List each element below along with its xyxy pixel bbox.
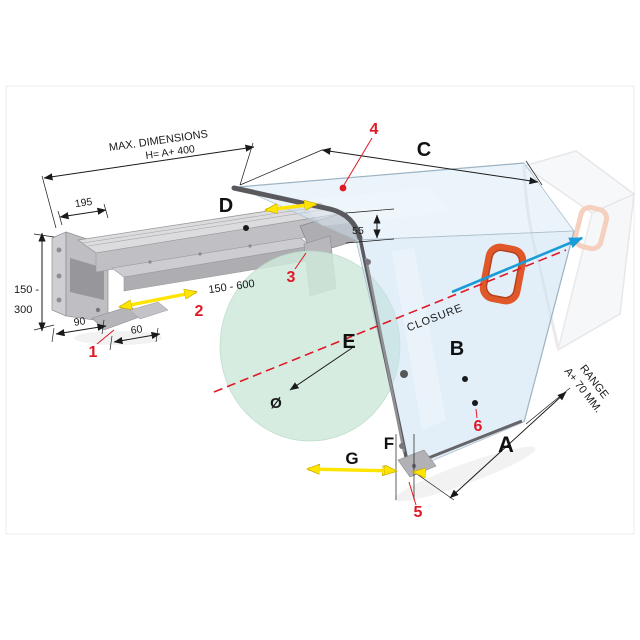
hinge-rod <box>364 257 406 453</box>
diameter-symbol: Ø <box>270 395 282 412</box>
letter-F: F <box>384 434 394 453</box>
numbered-callouts: 1 2 3 4 5 6 <box>89 121 483 521</box>
adjustment-arrows-yellow <box>120 204 427 473</box>
extension-line <box>525 387 571 425</box>
callout-3-leader <box>294 252 307 270</box>
callout-3: 3 <box>287 269 296 286</box>
opening-direction-arrow <box>451 236 584 294</box>
diameter-arrow <box>289 347 353 391</box>
letter-D-dot <box>243 225 249 231</box>
glass-reflection-top <box>300 188 452 226</box>
closure-axis-line <box>213 249 567 393</box>
bracket-bolt <box>95 307 101 313</box>
tick <box>109 335 113 351</box>
range-text: RANGE A+ 70 MM. <box>562 363 611 416</box>
callout-5: 5 <box>414 504 423 521</box>
handle-shading <box>485 249 521 299</box>
ghost-guard-open-position <box>522 150 636 352</box>
glass-reflection-front <box>392 248 446 430</box>
extension-150-600-arrow <box>120 292 196 307</box>
callout-5-leader <box>408 481 417 506</box>
beam-screw <box>248 244 252 248</box>
extension-line <box>239 149 323 186</box>
tick <box>51 327 55 343</box>
hinge-bolt-bottom <box>399 443 405 449</box>
dim-55-label: 55 <box>352 225 364 237</box>
letter-G: G <box>345 449 358 468</box>
beam-screw <box>148 260 152 264</box>
flange-bolt <box>56 273 62 279</box>
letter-A: A <box>498 432 514 457</box>
letter-C: C <box>417 139 431 161</box>
dimension-max-height <box>43 144 255 181</box>
beam-rail-line <box>87 208 329 247</box>
dimension-G-arrow <box>308 469 394 471</box>
extension-line <box>239 142 254 186</box>
guard-right-edge <box>523 230 575 423</box>
beam-screw <box>198 252 202 256</box>
bracket-shadow <box>74 331 162 345</box>
callout-4-dot <box>339 184 347 192</box>
beam-slide-arrow <box>266 204 316 210</box>
guard-foot <box>397 449 437 478</box>
flange-bolt <box>56 297 62 303</box>
tick <box>345 238 395 244</box>
tick <box>33 324 55 331</box>
support-beam-assembly <box>51 202 359 331</box>
callout-1: 1 <box>89 344 98 361</box>
ghost-handle-loop <box>572 204 610 252</box>
dimensions-black: MAX. DIMENSIONS H= A+ 400 195 55 150 - 3… <box>14 128 611 501</box>
tick <box>57 210 63 226</box>
letter-D: D <box>219 195 233 217</box>
dim-195-label: 195 <box>74 196 93 210</box>
dimension-C <box>321 147 539 185</box>
callout-1-leader <box>96 329 115 345</box>
dimension-A-range <box>449 391 567 499</box>
dim-150-300-label-2: 300 <box>14 304 32 316</box>
dimension-195 <box>59 207 107 220</box>
tick <box>345 208 395 214</box>
bracket-channel <box>70 258 104 300</box>
ghost-handle <box>572 204 610 252</box>
callout-6: 6 <box>474 418 483 435</box>
ghost-guard-fold-line <box>557 212 593 351</box>
callout-2: 2 <box>195 303 204 320</box>
dim-60-label: 60 <box>130 323 143 337</box>
guard-frame-top-edge <box>231 185 363 241</box>
callout-6-leader <box>475 408 478 419</box>
flange-bolt <box>56 247 62 253</box>
letter-B: B <box>450 338 464 360</box>
render-area-border <box>5 85 635 535</box>
dimension-90 <box>55 323 107 337</box>
dim-150-300-label-1: 150 - <box>14 284 39 296</box>
letter-B-dot <box>462 376 468 382</box>
callout-6-dot <box>472 400 478 406</box>
handle-loop <box>479 243 527 305</box>
reference-letters: A B C D E F G <box>219 139 514 468</box>
dimension-F-arrow-left <box>383 470 396 471</box>
dim-90-label: 90 <box>73 315 86 329</box>
letter-E: E <box>342 331 355 353</box>
tick <box>33 233 55 238</box>
hinge-bolt-top <box>365 259 371 265</box>
ghost-guard-front-panel <box>556 192 635 352</box>
callout-4-leader <box>343 137 373 186</box>
dimension-F-arrow-right <box>414 472 427 473</box>
extension-line <box>41 175 57 229</box>
callout-4: 4 <box>370 121 379 138</box>
tick <box>103 203 109 219</box>
guard-handle <box>479 243 527 305</box>
hinge-knob <box>400 370 408 378</box>
dimension-60 <box>113 331 161 345</box>
